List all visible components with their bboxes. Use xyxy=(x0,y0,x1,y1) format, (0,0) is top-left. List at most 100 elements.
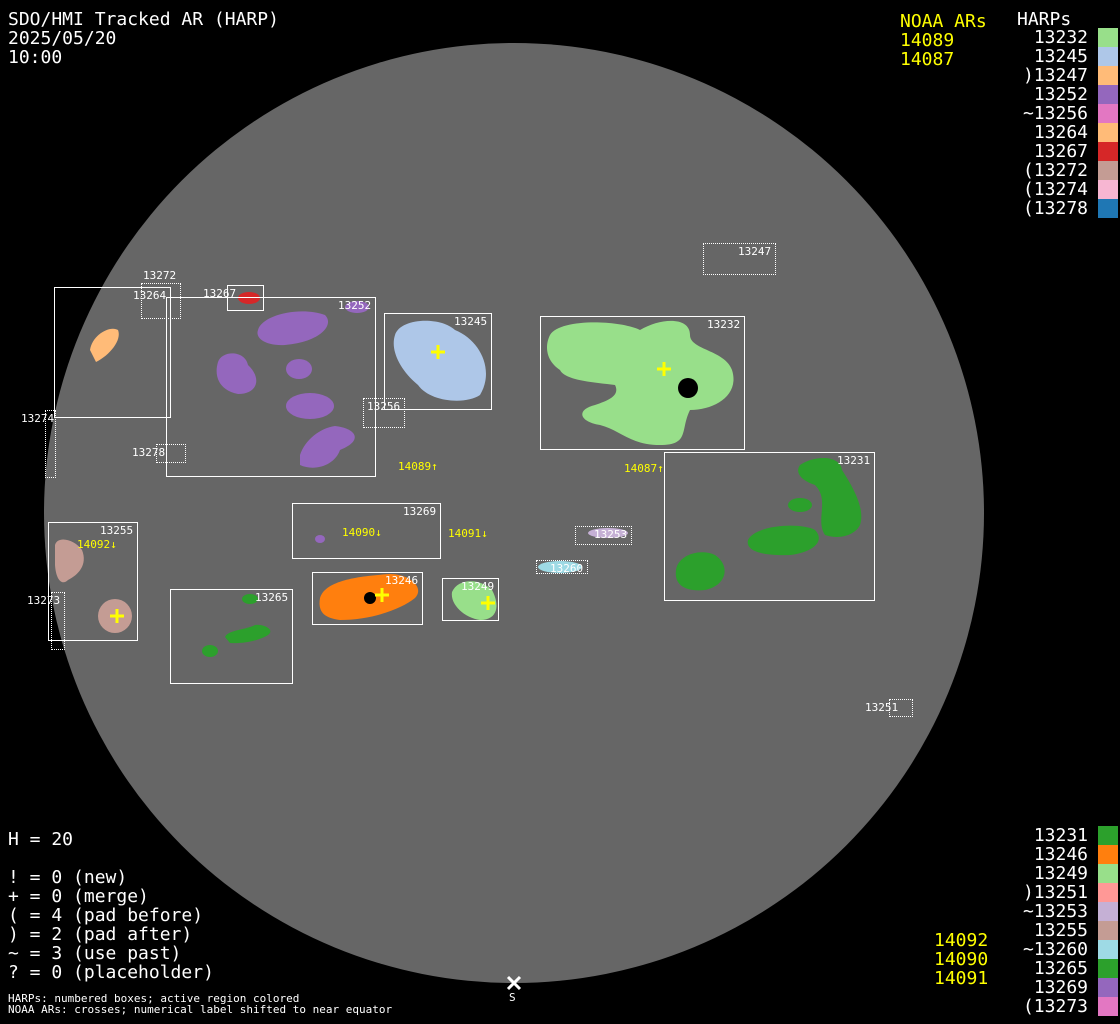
footnote: NOAA ARs: crosses; numerical label shift… xyxy=(8,1003,393,1016)
harp-box-label: 13256 xyxy=(367,400,401,413)
harp-color-swatch xyxy=(1098,104,1118,123)
harp-color-swatch xyxy=(1098,180,1118,199)
patch-13269 xyxy=(315,535,325,543)
harp-box-label: 13267 xyxy=(203,287,237,300)
harp-color-swatch xyxy=(1098,28,1118,47)
stat-line: ? = 0 (placeholder) xyxy=(8,962,214,983)
stat-line: ~ = 3 (use past) xyxy=(8,943,182,964)
harp-box-label: 13251 xyxy=(865,701,899,714)
harp-box-13260 xyxy=(536,560,588,574)
harp-count: H = 20 xyxy=(8,829,74,850)
harp-legend-label: 13249 xyxy=(1033,863,1088,884)
harp-color-swatch xyxy=(1098,902,1118,921)
harp-color-swatch xyxy=(1098,47,1118,66)
harp-color-swatch xyxy=(1098,883,1118,902)
harp-legend-label: (13274 xyxy=(1022,179,1088,200)
harp-box-13247 xyxy=(703,243,776,275)
noaa-region-label: 14089↑ xyxy=(398,460,438,473)
harp-box-label: 13260 xyxy=(550,562,584,575)
harp-legend-label: (13278 xyxy=(1022,198,1088,219)
harp-color-swatch xyxy=(1098,978,1118,997)
harp-box-label: 13252 xyxy=(338,299,372,312)
south-label: S xyxy=(509,991,516,1004)
harp-color-swatch xyxy=(1098,161,1118,180)
harp-box-13249 xyxy=(442,578,499,621)
harp-color-swatch xyxy=(1098,123,1118,142)
harp-box-13267 xyxy=(227,285,264,311)
patch-13232 xyxy=(547,320,734,445)
harp-legend-label: 13255 xyxy=(1033,920,1088,941)
harp-legend-label: (13273 xyxy=(1022,996,1088,1017)
harp-box-13273 xyxy=(51,592,65,650)
noaa-crosses xyxy=(110,345,671,623)
noaa-bottom-item: 14091 xyxy=(934,968,989,989)
harp-legend-label: ~13253 xyxy=(1022,901,1088,922)
footnote: HARPs: numbered boxes; active region col… xyxy=(8,992,300,1005)
harp-legend-label: 13232 xyxy=(1033,27,1088,48)
patch-13252-d xyxy=(286,393,334,419)
harp-box-13251 xyxy=(889,699,913,717)
observation-date: 2025/05/20 xyxy=(8,28,117,49)
harp-legend-label: 13269 xyxy=(1033,977,1088,998)
harp-box-13252 xyxy=(166,297,376,477)
patch-13252-f xyxy=(345,301,369,313)
noaa-cross-14089 xyxy=(431,345,445,359)
harp-legend-label: ~13260 xyxy=(1022,939,1088,960)
noaa-region-label: 14091↓ xyxy=(448,527,488,540)
harp-box-13232 xyxy=(540,316,745,450)
harp-box-label: 13274 xyxy=(21,412,55,425)
harp-box-label: 13272 xyxy=(143,269,177,282)
harp-box-label: 13232 xyxy=(707,318,741,331)
harp-box-13245 xyxy=(384,313,492,410)
stat-line: ) = 2 (pad after) xyxy=(8,924,193,945)
harp-box-label: 13249 xyxy=(461,580,495,593)
harp-box-label: 13278 xyxy=(132,446,166,459)
harp-color-swatch xyxy=(1098,199,1118,218)
harp-box-label: 13231 xyxy=(837,454,871,467)
harp-legend-label: (13272 xyxy=(1022,160,1088,181)
sunspot-13232 xyxy=(678,378,698,398)
harp-color-swatch xyxy=(1098,959,1118,978)
noaa-region-label: 14090↓ xyxy=(342,526,382,539)
harp-box-13253 xyxy=(575,526,632,545)
patch-13231-c xyxy=(788,498,812,512)
patch-13260 xyxy=(538,561,582,573)
harp-color-swatch xyxy=(1098,826,1118,845)
noaa-cross-14087 xyxy=(657,362,671,376)
noaa-cross-14090 xyxy=(375,588,389,602)
harp-color-swatch xyxy=(1098,85,1118,104)
harp-box-13265 xyxy=(170,589,293,684)
patch-13231-d xyxy=(675,552,725,591)
noaa-cross-14091 xyxy=(481,596,495,610)
harp-legend-label: 13252 xyxy=(1033,84,1088,105)
harp-color-swatch xyxy=(1098,940,1118,959)
noaa-region-label: 14092↓ xyxy=(77,538,117,551)
harp-color-swatch xyxy=(1098,921,1118,940)
patch-13267 xyxy=(238,292,260,304)
harp-box-13269 xyxy=(292,503,441,559)
patch-13264 xyxy=(90,328,119,362)
patch-13252-e xyxy=(300,426,355,468)
harp-legend-label: 13267 xyxy=(1033,141,1088,162)
harp-legend-label: )13251 xyxy=(1022,882,1088,903)
harp-box-13272 xyxy=(141,283,181,319)
noaa-bottom-item: 14092 xyxy=(934,930,989,951)
patch-13265-c xyxy=(202,645,218,657)
stat-line: ( = 4 (pad before) xyxy=(8,905,204,926)
sunspot-13246 xyxy=(364,592,376,604)
harp-legend-label: )13247 xyxy=(1022,65,1088,86)
harp-box-label: 13273 xyxy=(27,594,61,607)
patch-13255-a xyxy=(55,539,84,583)
harp-box-13264 xyxy=(54,287,171,418)
noaa-bottom-item: 14090 xyxy=(934,949,989,970)
stat-line: + = 0 (merge) xyxy=(8,886,149,907)
harp-box-13278 xyxy=(156,444,186,463)
harp-legend-label: ~13256 xyxy=(1022,103,1088,124)
harp-color-swatch xyxy=(1098,142,1118,161)
harp-box-13231 xyxy=(664,452,875,601)
harp-legend-label: 13264 xyxy=(1033,122,1088,143)
patch-13253 xyxy=(588,528,628,538)
harps-heading: HARPs xyxy=(1017,9,1072,30)
harp-legend-label: 13231 xyxy=(1033,825,1088,846)
